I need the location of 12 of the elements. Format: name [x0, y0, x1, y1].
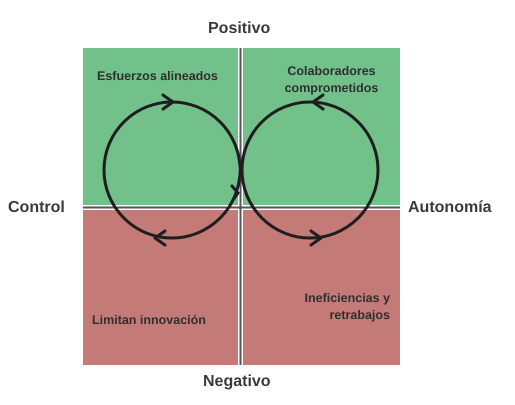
axis-label: Negativo — [203, 373, 271, 391]
quadrant-label: Esfuerzos alineados — [97, 68, 218, 85]
quadrant-panel — [243, 210, 400, 365]
axis-label: Autonomía — [408, 199, 492, 217]
axis-label: Control — [8, 199, 65, 217]
quadrant-label: Limitan innovación — [92, 312, 206, 329]
quadrant-label: Colaboradores comprometidos — [284, 63, 380, 97]
axis-label: Positivo — [208, 20, 270, 38]
quadrant-panel — [83, 48, 238, 205]
quadrant-label: Ineficiencias y retrabajos — [304, 290, 390, 324]
quadrant-panel — [243, 48, 400, 205]
quadrant-panel — [83, 210, 238, 365]
